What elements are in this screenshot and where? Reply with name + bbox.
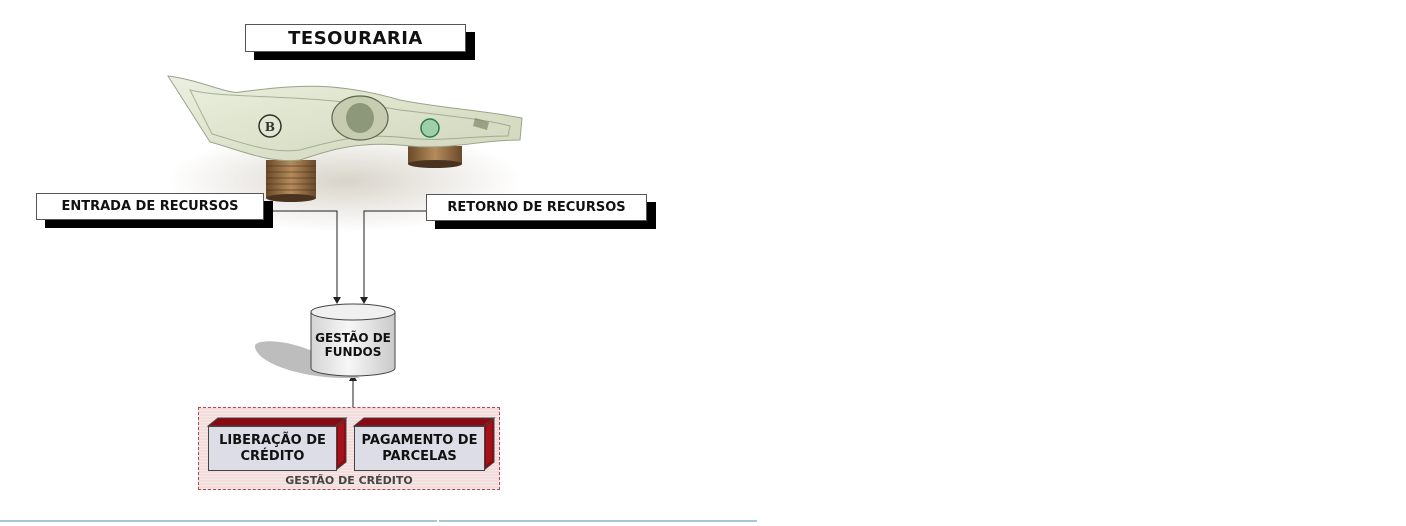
pagamento-parcelas-box: PAGAMENTO DE PARCELAS	[354, 426, 485, 471]
entrada-recursos-label: ENTRADA DE RECURSOS	[61, 199, 239, 214]
gestao-fundos-label: GESTÃO DE FUNDOS	[311, 331, 395, 359]
bottom-divider-right	[439, 520, 757, 522]
svg-text:B: B	[265, 120, 275, 134]
gestao-fundos-cylinder	[255, 303, 396, 378]
retorno-recursos-box: RETORNO DE RECURSOS	[426, 194, 647, 221]
pagamento-line2: PARCELAS	[382, 448, 457, 464]
gestao-credito-label: GESTÃO DE CRÉDITO	[285, 474, 413, 487]
liberacao-line1: LIBERAÇÃO DE	[219, 432, 326, 448]
title-text: TESOURARIA	[288, 27, 423, 49]
retorno-recursos-label: RETORNO DE RECURSOS	[447, 200, 626, 215]
liberacao-credito-box: LIBERAÇÃO DE CRÉDITO	[208, 426, 337, 471]
liberacao-line2: CRÉDITO	[240, 448, 305, 464]
pagamento-line1: PAGAMENTO DE	[361, 432, 478, 448]
title-box: TESOURARIA	[245, 24, 466, 52]
entrada-recursos-box: ENTRADA DE RECURSOS	[36, 193, 264, 220]
gestao-fundos-line2: FUNDOS	[324, 345, 382, 359]
bottom-divider-left	[0, 520, 437, 522]
gestao-fundos-line1: GESTÃO DE	[315, 331, 391, 345]
